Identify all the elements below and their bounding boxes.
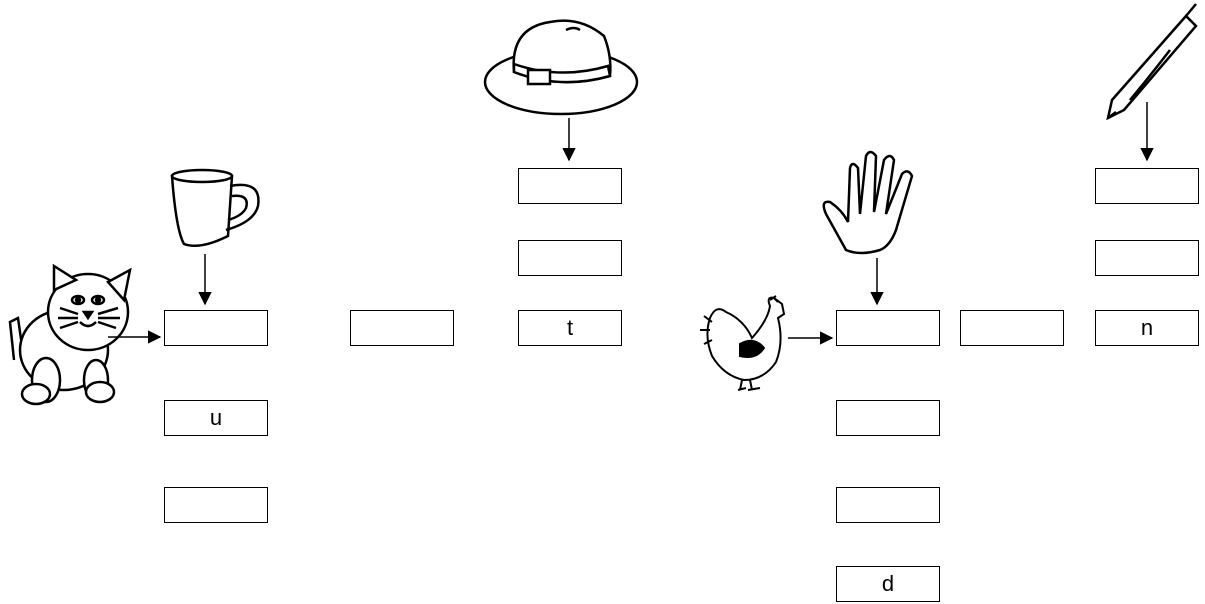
cat-icon (8, 263, 132, 406)
cell-input[interactable] (1096, 168, 1198, 204)
cell-input[interactable] (351, 310, 453, 346)
cell-input[interactable] (837, 400, 939, 436)
cell-hen-1[interactable] (836, 310, 940, 346)
cell-cup-2[interactable]: u (164, 400, 268, 436)
given-letter: u (209, 405, 223, 430)
cell-hat-2[interactable] (518, 240, 622, 276)
cell-hand-2[interactable] (836, 400, 940, 436)
given-letter: t (566, 315, 574, 340)
hand-icon (822, 150, 914, 255)
cell-input[interactable] (837, 487, 939, 523)
pen-icon (1106, 3, 1198, 121)
cell-pen-2[interactable] (1095, 240, 1199, 276)
cell-pen-3[interactable]: n (1095, 310, 1199, 346)
hat-icon (483, 19, 639, 116)
cell-hand-3[interactable] (836, 487, 940, 523)
cell-input[interactable] (837, 310, 939, 346)
given-letter: n (1140, 315, 1154, 340)
given-letter: d (881, 571, 895, 596)
cell-cup-1[interactable] (164, 310, 268, 346)
cell-cup-3[interactable] (164, 487, 268, 523)
cell-input[interactable] (165, 487, 267, 523)
cell-input[interactable] (961, 310, 1063, 346)
hen-icon (700, 295, 786, 391)
cell-cat-2[interactable] (350, 310, 454, 346)
cup-icon (170, 168, 260, 247)
cell-hand-4[interactable]: d (836, 566, 940, 602)
cell-hat-1[interactable] (518, 168, 622, 204)
cell-hen-2[interactable] (960, 310, 1064, 346)
cell-input[interactable] (519, 168, 621, 204)
cell-input[interactable] (165, 310, 267, 346)
cell-input[interactable] (1096, 240, 1198, 276)
cell-hat-3[interactable]: t (518, 310, 622, 346)
cell-pen-1[interactable] (1095, 168, 1199, 204)
cell-input[interactable] (519, 240, 621, 276)
